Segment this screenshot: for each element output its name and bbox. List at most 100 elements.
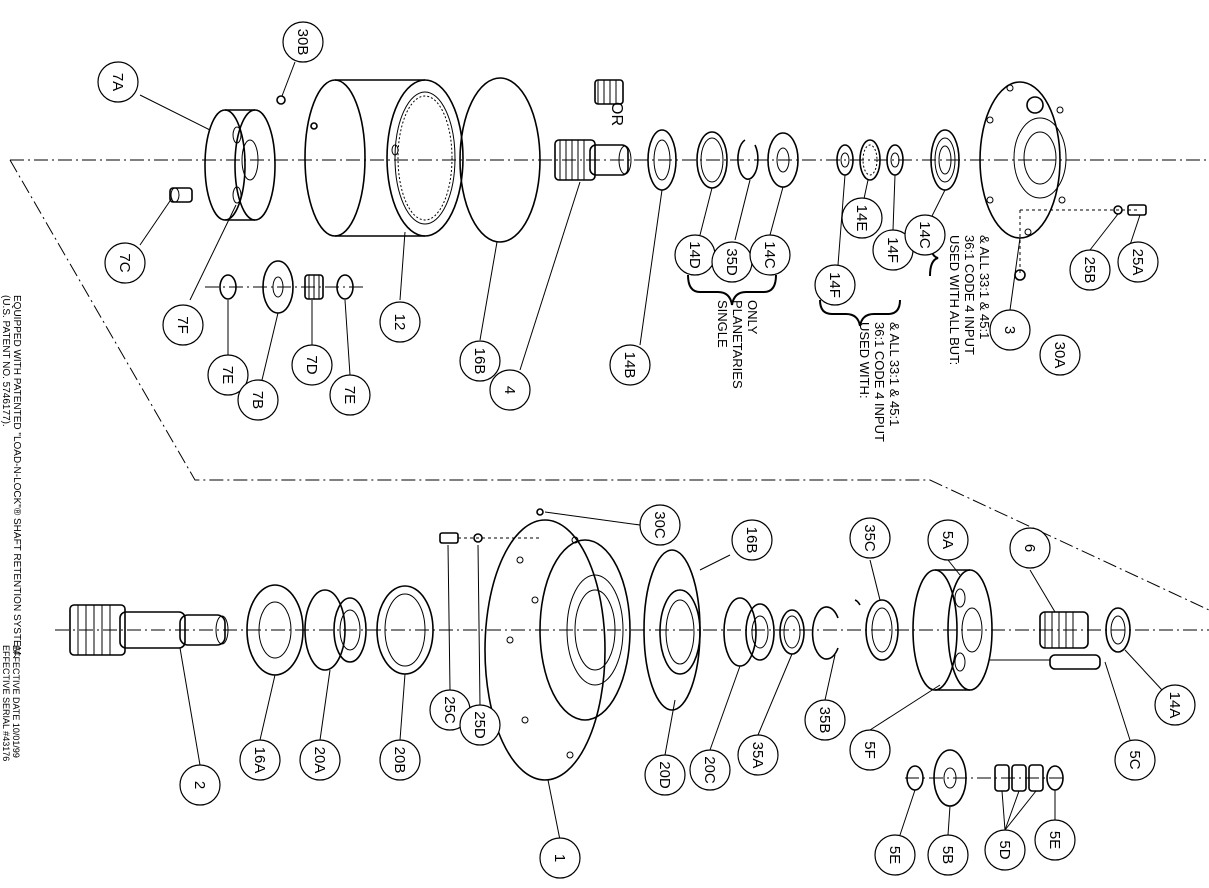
- label-25c: 25C: [441, 696, 458, 724]
- balloon-16b-upper: 16B: [459, 340, 501, 382]
- effective-date: EFFECTIVE DATE 10/01/99: [11, 645, 21, 758]
- part-12-ring-gear: [304, 79, 464, 237]
- balloon-7f: 7F: [162, 304, 204, 346]
- balloon-4: 4: [489, 369, 531, 411]
- part-25a-25b-bolt: [1014, 204, 1147, 281]
- balloon-35c: 35C: [849, 517, 891, 559]
- effective-note: EFFECTIVE DATE 10/01/99 EFFECTIVE SERIAL…: [1, 645, 21, 761]
- single-line3: ONLY: [745, 300, 760, 335]
- balloon-5f: 5F: [849, 729, 891, 771]
- label-14c: 14C: [916, 221, 933, 249]
- balloon-7e-left: 7E: [207, 354, 249, 396]
- label-30a: 30A: [1051, 342, 1068, 369]
- part-20c-bearing-cone: [723, 597, 775, 667]
- label-16b: 16B: [471, 348, 488, 375]
- label-5e: 5E: [1046, 831, 1063, 849]
- part-35a-washer: [779, 609, 805, 655]
- label-7d: 7D: [303, 355, 320, 374]
- balloon-20a: 20A: [299, 739, 341, 781]
- label-7e: 7E: [219, 366, 236, 384]
- used-with-line2: 36:1 CODE 4 INPUT: [872, 322, 887, 442]
- part-7c-pin: [169, 187, 193, 203]
- label-12: 12: [391, 314, 408, 331]
- balloon-12: 12: [379, 301, 421, 343]
- label-14d: 14D: [686, 241, 703, 269]
- balloon-7d: 7D: [291, 344, 333, 386]
- label-5c: 5C: [1126, 750, 1143, 769]
- balloon-16b-lower: 16B: [731, 519, 773, 561]
- balloon-7a: 7A: [97, 61, 139, 103]
- balloon-14c-a: 14C: [749, 234, 791, 276]
- used-all-line2: 36:1 CODE 4 INPUT: [962, 235, 977, 355]
- label-16b: 16B: [743, 527, 760, 554]
- part-5c-pin: [990, 654, 1101, 670]
- balloon-5b: 5B: [927, 834, 969, 876]
- used-all-line3: & ALL 33:1 & 45:1: [977, 235, 992, 339]
- balloon-25d: 25D: [459, 704, 501, 746]
- part-1-hub: [484, 519, 631, 781]
- label-6: 6: [1021, 544, 1038, 552]
- part-alt-gear: [594, 79, 624, 105]
- label-7b: 7B: [249, 391, 266, 409]
- patent-line2: (U.S. PATENT NO. 5746177).: [0, 295, 11, 427]
- balloon-35a: 35A: [737, 734, 779, 776]
- used-all-line1: USED WITH ALL BUT:: [947, 235, 962, 365]
- label-20d: 20D: [656, 761, 673, 789]
- note-used-with: USED WITH: 36:1 CODE 4 INPUT & ALL 33:1 …: [857, 322, 902, 442]
- label-25a: 25A: [1129, 249, 1146, 276]
- label-7f: 7F: [174, 316, 191, 334]
- part-3-cover: [979, 81, 1067, 239]
- balloon-14c-b: 14C: [904, 214, 946, 256]
- part-14c-bearing-b: [930, 129, 960, 191]
- label-30b: 30B: [294, 29, 311, 56]
- label-1: 1: [551, 854, 568, 862]
- balloon-14d: 14D: [674, 234, 716, 276]
- single-line2: PLANETARIES: [730, 300, 745, 389]
- part-35d-snap-ring: [737, 139, 759, 180]
- balloon-30b: 30B: [282, 21, 324, 63]
- balloon-5d: 5D: [984, 829, 1026, 871]
- label-20c: 20C: [701, 756, 718, 784]
- label-20a: 20A: [311, 747, 328, 774]
- or-label: OR: [608, 102, 625, 126]
- label-14f: 14F: [884, 237, 901, 263]
- balloon-25b: 25B: [1069, 249, 1111, 291]
- label-4: 4: [501, 386, 518, 394]
- balloon-14f-a: 14F: [814, 264, 856, 306]
- part-7a-carrier: [204, 109, 276, 221]
- label-35c: 35C: [861, 524, 878, 552]
- balloon-25c: 25C: [429, 689, 471, 731]
- balloon-5e-left: 5E: [874, 834, 916, 876]
- balloon-35b: 35B: [804, 699, 846, 741]
- label-14a: 14A: [1166, 692, 1183, 719]
- balloon-7e-right: 7E: [329, 374, 371, 416]
- label-14e: 14E: [853, 205, 870, 232]
- brace-single-planetaries: [687, 274, 777, 306]
- part-16b-oring-upper: [459, 77, 541, 243]
- single-line1: SINGLE: [715, 300, 730, 348]
- label-5f: 5F: [861, 741, 878, 759]
- balloon-14a: 14A: [1154, 684, 1196, 726]
- label-3: 3: [1001, 326, 1018, 334]
- label-7e: 7E: [341, 386, 358, 404]
- balloon-5e-right: 5E: [1034, 819, 1076, 861]
- label-35a: 35A: [749, 742, 766, 769]
- label-7c: 7C: [116, 253, 133, 272]
- part-6-sun-gear: [1039, 611, 1089, 649]
- part-35b-snap-ring: [811, 606, 839, 660]
- balloon-3: 3: [989, 309, 1031, 351]
- effective-serial: EFFECTIVE SERIAL #43176: [1, 645, 11, 761]
- balloon-5c: 5C: [1114, 739, 1156, 781]
- balloon-1: 1: [539, 837, 581, 879]
- label-14f: 14F: [826, 272, 843, 298]
- used-with-line1: USED WITH:: [857, 322, 872, 399]
- balloon-30c: 30C: [639, 504, 681, 546]
- balloon-5a: 5A: [927, 519, 969, 561]
- balloon-20b: 20B: [379, 739, 421, 781]
- part-20d-bearing-cup: [659, 589, 701, 675]
- label-16a: 16A: [251, 747, 268, 774]
- balloon-30a: 30A: [1039, 334, 1081, 376]
- part-30c-plug: [536, 508, 544, 516]
- used-with-line3: & ALL 33:1 & 45:1: [887, 322, 902, 426]
- part-35c-snap-ring: [854, 599, 899, 661]
